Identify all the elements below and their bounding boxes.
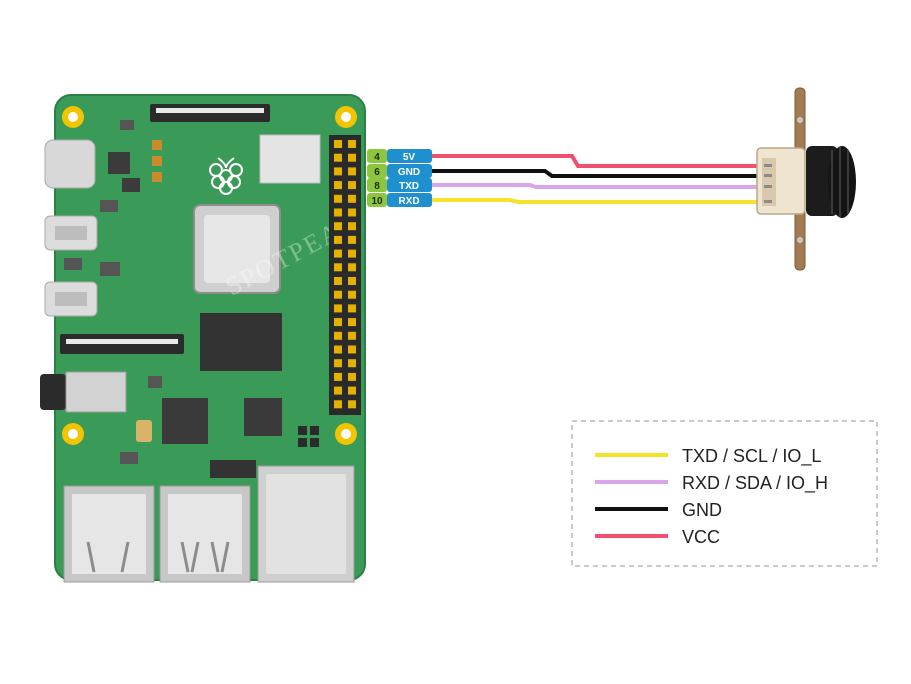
- gpio-pin: [348, 345, 356, 354]
- wire-gnd: [432, 169, 760, 178]
- pin-label-row: 8 TXD: [367, 178, 432, 192]
- gpio-pin: [348, 400, 356, 409]
- gpio-pin: [348, 304, 356, 313]
- pin-label: RXD: [398, 196, 419, 207]
- gpio-pin: [334, 222, 342, 231]
- gpio-header: [329, 135, 361, 415]
- gpio-pin: [334, 194, 342, 203]
- gpio-pin: [334, 277, 342, 285]
- gpio-pin: [348, 386, 356, 395]
- legend-item: GND: [595, 500, 722, 520]
- gpio-pin: [334, 372, 342, 381]
- pin-label-row: 4 5V: [367, 149, 432, 163]
- gpio-pin: [334, 181, 342, 190]
- usb-c-port: [44, 139, 96, 189]
- mounting-hole-icon: [335, 106, 357, 128]
- gpio-pin: [348, 181, 356, 190]
- gpio-pin: [348, 153, 356, 162]
- usb-port: [63, 485, 155, 583]
- pin-number: 6: [374, 167, 380, 178]
- wire-txd: [432, 183, 760, 189]
- pin-label-row: 6 GND: [367, 164, 432, 178]
- gpio-pin: [348, 194, 356, 203]
- gpio-pin: [348, 331, 356, 340]
- gpio-pin: [334, 386, 342, 395]
- wire-rxd: [432, 198, 760, 204]
- gpio-pin: [348, 140, 356, 148]
- gpio-pin: [334, 318, 342, 327]
- ethernet-port: [257, 465, 355, 583]
- legend-label: GND: [682, 500, 722, 520]
- pin-label-row: 10 RXD: [367, 193, 432, 207]
- gpio-pin: [348, 235, 356, 244]
- camera-module: [756, 87, 856, 271]
- raspberry-pi-board: SPOTPEAR: [40, 94, 366, 583]
- gpio-pin: [334, 345, 342, 354]
- audio-jack: [40, 374, 66, 410]
- wires: [432, 154, 760, 204]
- gpio-pin: [348, 208, 356, 217]
- legend-item: RXD / SDA / IO_H: [595, 473, 828, 494]
- gpio-pin: [334, 235, 342, 244]
- gpio-pin: [348, 277, 356, 285]
- gpio-pin: [334, 304, 342, 313]
- gpio-pin: [348, 318, 356, 327]
- gpio-pin: [348, 372, 356, 381]
- legend-label: VCC: [682, 527, 720, 547]
- mounting-hole-icon: [62, 106, 84, 128]
- gpio-pin: [334, 208, 342, 217]
- gpio-pin: [334, 331, 342, 340]
- gpio-pin: [334, 290, 342, 299]
- raspberry-logo-icon: [209, 157, 243, 195]
- gpio-pin: [348, 359, 356, 368]
- gpio-pin: [334, 153, 342, 162]
- legend-item: VCC: [595, 527, 720, 547]
- legend: TXD / SCL / IO_L RXD / SDA / IO_H GND VC…: [571, 420, 878, 567]
- legend-label: RXD / SDA / IO_H: [682, 473, 828, 494]
- pin-number: 8: [374, 181, 380, 192]
- gpio-pin: [334, 140, 342, 148]
- gpio-pin: [348, 249, 356, 258]
- pin-label: GND: [398, 167, 420, 178]
- gpio-pin: [348, 167, 356, 176]
- mounting-hole-icon: [335, 423, 357, 445]
- wire-vcc: [432, 154, 760, 168]
- legend-label: TXD / SCL / IO_L: [682, 446, 821, 467]
- gpio-pin: [348, 290, 356, 299]
- pin-label: TXD: [399, 181, 419, 192]
- gpio-pin: [334, 249, 342, 258]
- gpio-pin: [334, 359, 342, 368]
- pin-labels: 4 5V 6 GND 8 TXD 10 RXD: [367, 149, 432, 207]
- gpio-pin: [334, 263, 342, 272]
- gpio-pin: [334, 167, 342, 176]
- gpio-pin: [348, 263, 356, 272]
- usb-port: [159, 485, 251, 583]
- legend-item: TXD / SCL / IO_L: [595, 446, 821, 467]
- pin-number: 4: [374, 152, 380, 163]
- mounting-hole-icon: [62, 423, 84, 445]
- gpio-pin: [334, 400, 342, 409]
- ram-chip: [200, 313, 282, 371]
- pin-label: 5V: [403, 152, 416, 163]
- gpio-pin: [348, 222, 356, 231]
- pin-number: 10: [371, 196, 383, 207]
